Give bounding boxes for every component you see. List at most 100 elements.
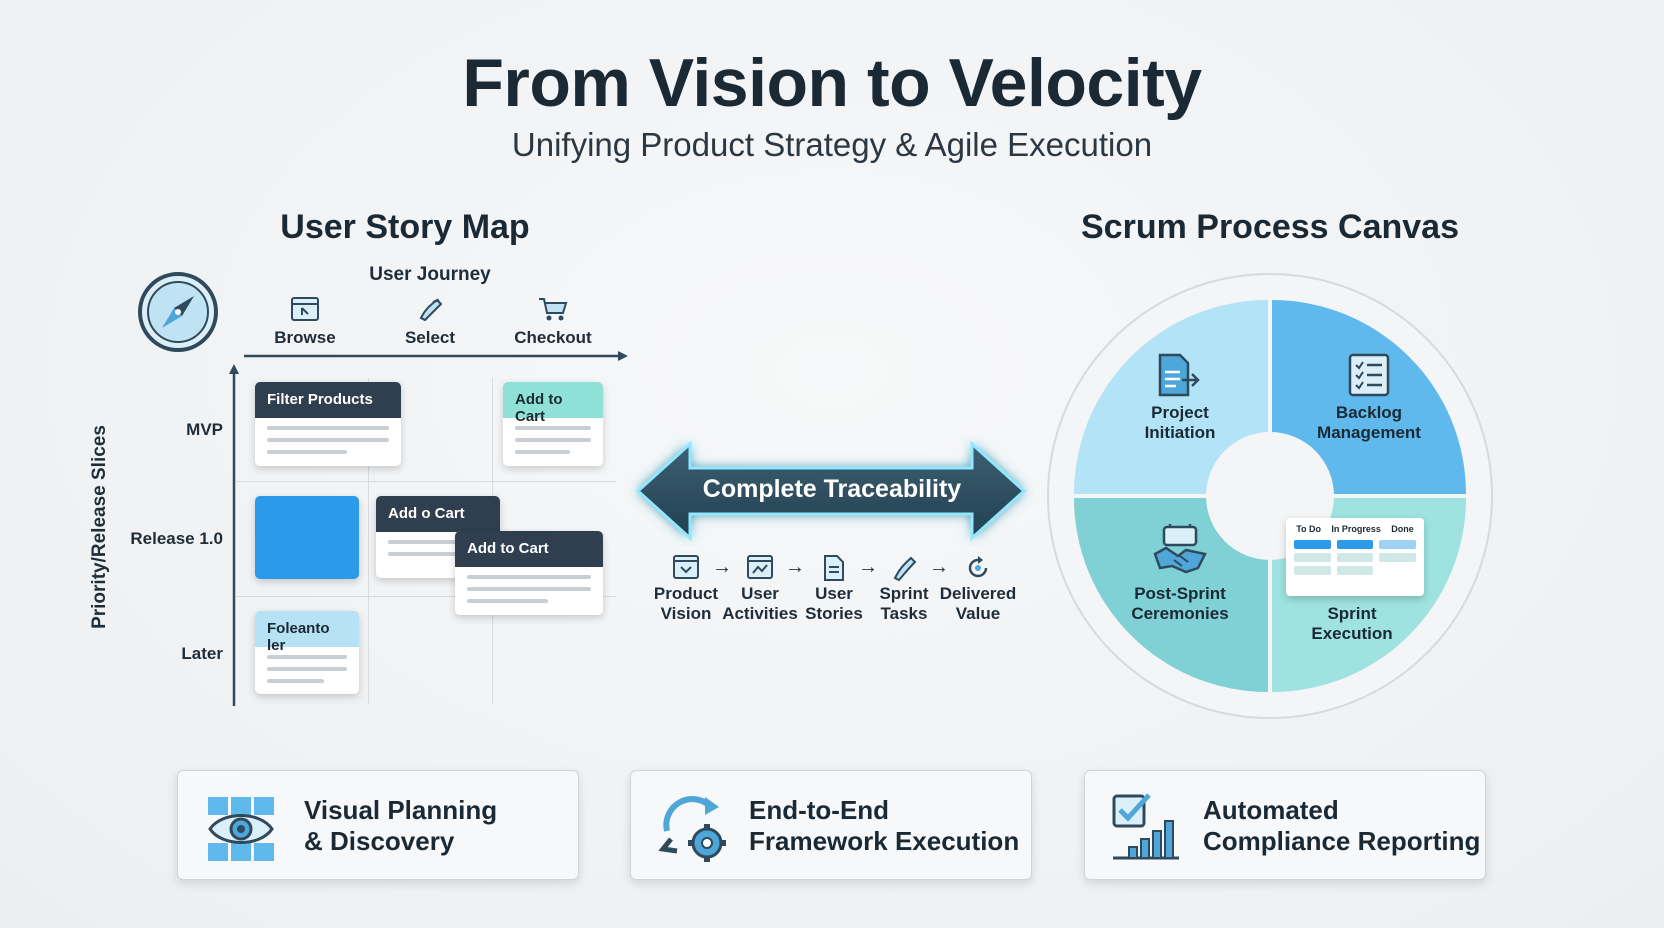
- quadrant-project-initiation: Project Initiation: [1110, 403, 1250, 443]
- feature-line2: Compliance Reporting: [1203, 826, 1481, 856]
- flow-arrow: →: [712, 556, 732, 578]
- journey-step-checkout: Checkout: [493, 296, 613, 348]
- story-map-axes: [229, 351, 628, 706]
- priority-axis-label: Priority/Release Slices: [89, 425, 110, 629]
- story-card-later[interactable]: Foleanto ler: [255, 611, 359, 694]
- row-label-mvp: MVP: [186, 420, 223, 439]
- quadrant-label-line2: Execution: [1311, 624, 1393, 643]
- quadrant-post-sprint-ceremonies: Post-Sprint Ceremonies: [1110, 584, 1250, 624]
- row-label-later: Later: [181, 644, 223, 663]
- kanban-column-header: Done: [1391, 524, 1414, 534]
- flow-item-product-vision: Product Vision: [641, 554, 731, 624]
- feature-card-framework-execution[interactable]: End-to-End Framework Execution: [630, 770, 1032, 880]
- card-line: [267, 655, 347, 659]
- flow-item-line1: User: [815, 584, 853, 603]
- check-chart-icon: [1112, 793, 1179, 860]
- flow-item-line2: Value: [955, 604, 1001, 623]
- feature-text: End-to-End Framework Execution: [749, 795, 1019, 857]
- flow-item-sprint-tasks: Sprint Tasks: [859, 554, 949, 624]
- card-line: [515, 438, 591, 442]
- card-line: [467, 575, 591, 579]
- shopping-cart-icon: [539, 298, 568, 321]
- card-line: [515, 450, 570, 454]
- traceability-label: Complete Traceability: [702, 475, 962, 503]
- kanban-task: [1336, 540, 1374, 549]
- kanban-task: [1379, 553, 1417, 562]
- journey-step-label: Browse: [274, 328, 336, 347]
- card-title: Add to Cart: [455, 531, 603, 567]
- quadrant-label-line2: Initiation: [1144, 423, 1216, 442]
- scrum-wheel: [1047, 273, 1493, 719]
- task-hand-icon: [893, 556, 917, 582]
- user-journey-label: User Journey: [369, 264, 491, 285]
- story-map-title: User Story Map: [280, 208, 530, 246]
- flow-item-user-activities: User Activities: [715, 554, 805, 624]
- flow-item-line1: Product: [653, 584, 719, 603]
- card-line: [267, 426, 389, 430]
- kanban-task: [1294, 540, 1331, 549]
- quadrant-label-line2: Management: [1317, 423, 1421, 442]
- flow-item-line1: Delivered: [939, 584, 1017, 603]
- journey-step-select: Select: [370, 296, 490, 348]
- traceability-double-arrow: [635, 440, 1027, 542]
- card-title: Foleanto ler: [255, 611, 359, 654]
- browser-window-icon: [291, 297, 319, 321]
- kanban-task: [1336, 566, 1374, 575]
- card-line: [467, 587, 591, 591]
- flow-item-line2: Activities: [722, 604, 798, 623]
- card-line: [267, 450, 348, 454]
- quadrant-label-line1: Backlog: [1335, 403, 1403, 422]
- compass-icon: [138, 272, 218, 352]
- feature-line2: & Discovery: [304, 826, 455, 856]
- flow-item-delivered-value: Delivered Value: [933, 554, 1023, 624]
- journey-step-browse: Browse: [245, 296, 365, 348]
- card-title: Filter Products: [255, 382, 401, 418]
- feature-line1: Visual Planning: [304, 795, 498, 825]
- feature-line1: End-to-End: [749, 795, 890, 825]
- kanban-column-header: In Progress: [1331, 524, 1381, 534]
- kanban-task: [1336, 553, 1374, 562]
- flow-arrow: →: [785, 556, 805, 578]
- card-title: Add o Cart: [376, 496, 500, 532]
- checklist-icon: [1348, 353, 1390, 397]
- flow-arrow: →: [929, 556, 949, 578]
- quadrant-label-line1: Post-Sprint: [1134, 584, 1226, 603]
- kanban-task: [1294, 566, 1331, 575]
- grid-line: [368, 378, 369, 704]
- row-label-release: Release 1.0: [130, 529, 223, 548]
- card-line: [267, 667, 347, 671]
- feature-card-visual-planning[interactable]: Visual Planning & Discovery: [177, 770, 579, 880]
- card-line: [388, 552, 488, 556]
- activity-window-icon: [747, 555, 773, 579]
- card-line: [467, 599, 549, 603]
- feature-text: Visual Planning & Discovery: [304, 795, 497, 857]
- document-icon: [824, 555, 844, 581]
- page-title: From Vision to Velocity: [462, 45, 1202, 121]
- pointer-hand-icon: [419, 298, 443, 322]
- quadrant-backlog-management: Backlog Management: [1298, 403, 1440, 443]
- flow-item-line2: Vision: [660, 604, 712, 623]
- kanban-task: [1379, 540, 1417, 549]
- kanban-task: [1294, 553, 1331, 562]
- card-line: [267, 438, 389, 442]
- flow-item-line2: Stories: [805, 604, 863, 623]
- story-card-add-to-cart-front[interactable]: Add to Cart: [455, 531, 603, 615]
- grid-line: [236, 596, 616, 597]
- kanban-board-icon: To Do In Progress Done: [1286, 518, 1424, 596]
- feature-card-compliance-reporting[interactable]: Automated Compliance Reporting: [1084, 770, 1486, 880]
- journey-step-label: Select: [404, 328, 456, 347]
- quadrant-label-line1: Sprint: [1327, 604, 1377, 623]
- story-card-placeholder[interactable]: [255, 496, 359, 579]
- handshake-icon: [1153, 524, 1207, 574]
- flow-item-line1: User: [741, 584, 779, 603]
- card-line: [515, 426, 591, 430]
- flow-arrow: →: [858, 556, 878, 578]
- feature-text: Automated Compliance Reporting: [1203, 795, 1480, 857]
- story-card-add-to-cart-mvp[interactable]: Add to Cart: [503, 382, 603, 466]
- card-line: [267, 679, 325, 683]
- document-arrow-icon: [1158, 353, 1200, 397]
- quadrant-sprint-execution: Sprint Execution: [1282, 604, 1422, 644]
- eye-grid-icon: [208, 797, 274, 861]
- story-card-filter-products[interactable]: Filter Products: [255, 382, 401, 466]
- card-line: [388, 540, 488, 544]
